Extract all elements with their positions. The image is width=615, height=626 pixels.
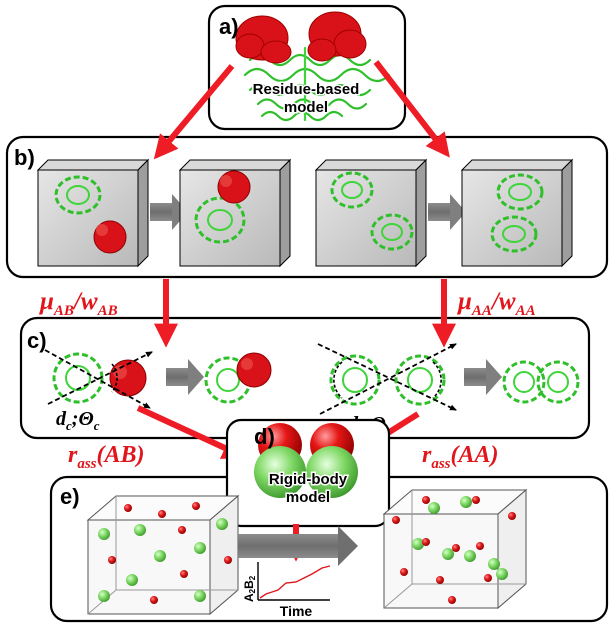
ab-bound-complex — [204, 352, 272, 404]
arrow-c-to-d-left — [136, 405, 247, 459]
arrow-a-to-b-right — [373, 60, 450, 158]
gray-arrow-c-right — [464, 359, 502, 395]
complex-particles-final — [392, 496, 516, 604]
panel-c-label: c) — [27, 328, 47, 353]
big-gray-arrow-time — [238, 526, 358, 566]
param-mu-aa: μAA/wAA — [456, 288, 536, 319]
residue-model-label-line2: model — [284, 99, 328, 116]
param-dc-theta-left: dc;Θc — [56, 408, 100, 433]
panel-e-label: e) — [60, 484, 80, 509]
rigid-model-label-line1: Rigid-body — [269, 471, 348, 488]
inset-ylabel: A2B2 — [242, 575, 257, 602]
green-protein-dimer — [243, 46, 391, 122]
residue-model-label-line1: Residue-based — [253, 81, 360, 98]
param-r-ass-aa: rass(AA) — [422, 442, 499, 472]
panel-b-frame — [5, 135, 609, 279]
panel-b-label: b) — [14, 145, 35, 170]
gray-arrow-b-right — [428, 194, 466, 230]
gray-arrow-c-left — [166, 359, 204, 395]
rigid-model-label-line2: model — [286, 489, 330, 506]
ab-encounter-complex — [44, 349, 153, 409]
param-r-ass-ab: rass(AB) — [68, 442, 145, 472]
red-protein-dimer — [235, 11, 367, 64]
simulation-box-ab-initial — [36, 158, 150, 268]
simulation-box-aa-initial — [314, 158, 428, 268]
param-mu-ab: μAB/wAB — [38, 288, 118, 319]
monomer-particles-initial — [98, 502, 232, 604]
inset-plot-a2b2-vs-time — [257, 562, 331, 601]
panel-d-label: d) — [254, 424, 275, 449]
simulation-box-ab-bound — [178, 158, 292, 268]
aa-bound-complex — [502, 360, 580, 404]
simulation-box-aa-bound — [460, 158, 574, 268]
rigid-body-model-spheres — [254, 423, 358, 498]
panel-a-label: a) — [219, 14, 239, 39]
aa-encounter-complex — [317, 343, 457, 415]
a2b2-growth-curve — [259, 565, 331, 599]
residue-model-structure — [235, 11, 391, 122]
arrow-a-to-b-left — [153, 64, 235, 160]
inset-xlabel: Time — [280, 603, 313, 619]
